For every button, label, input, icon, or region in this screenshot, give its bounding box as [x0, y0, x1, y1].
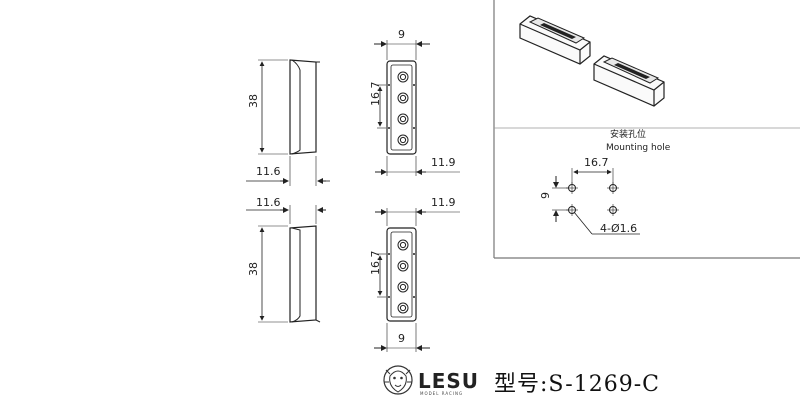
mounting-y-spacing: 9	[539, 192, 552, 199]
dim-depth-front-bottom: 11.9	[431, 196, 456, 209]
side-view-top	[246, 59, 330, 186]
iso-panel-frame	[493, 0, 800, 259]
dim-height-bottom: 38	[247, 262, 260, 276]
dim-width-bottom: 11.6	[256, 196, 281, 209]
side-view-bottom	[246, 205, 326, 323]
mounting-hole-spec: 4-Ø1.6	[600, 222, 637, 235]
iso-part-lower	[593, 55, 665, 107]
dim-pitch-front-bottom: 16.7	[369, 251, 382, 276]
dim-width-top: 11.6	[256, 165, 281, 178]
brand-tagline: MODEL RACING	[420, 391, 464, 396]
front-view-bottom	[374, 208, 460, 352]
dim-depth-front-top: 11.9	[431, 156, 456, 169]
mounting-hole-pattern	[552, 168, 640, 235]
model-number: 型号:S-1269-C	[494, 372, 660, 397]
dim-pitch-front-top: 16.7	[369, 82, 382, 107]
front-view-top	[374, 40, 460, 176]
dim-width-front-top: 9	[398, 28, 405, 41]
lion-logo-icon	[383, 365, 413, 395]
iso-part-upper	[519, 15, 591, 65]
brand-name: LESU	[418, 369, 480, 393]
mounting-x-spacing: 16.7	[584, 156, 609, 169]
mounting-subtitle: Mounting hole	[606, 143, 671, 153]
dim-height-top: 38	[247, 94, 260, 108]
dim-width-front-bottom: 9	[398, 332, 405, 345]
mounting-title: 安装孔位	[610, 128, 646, 140]
